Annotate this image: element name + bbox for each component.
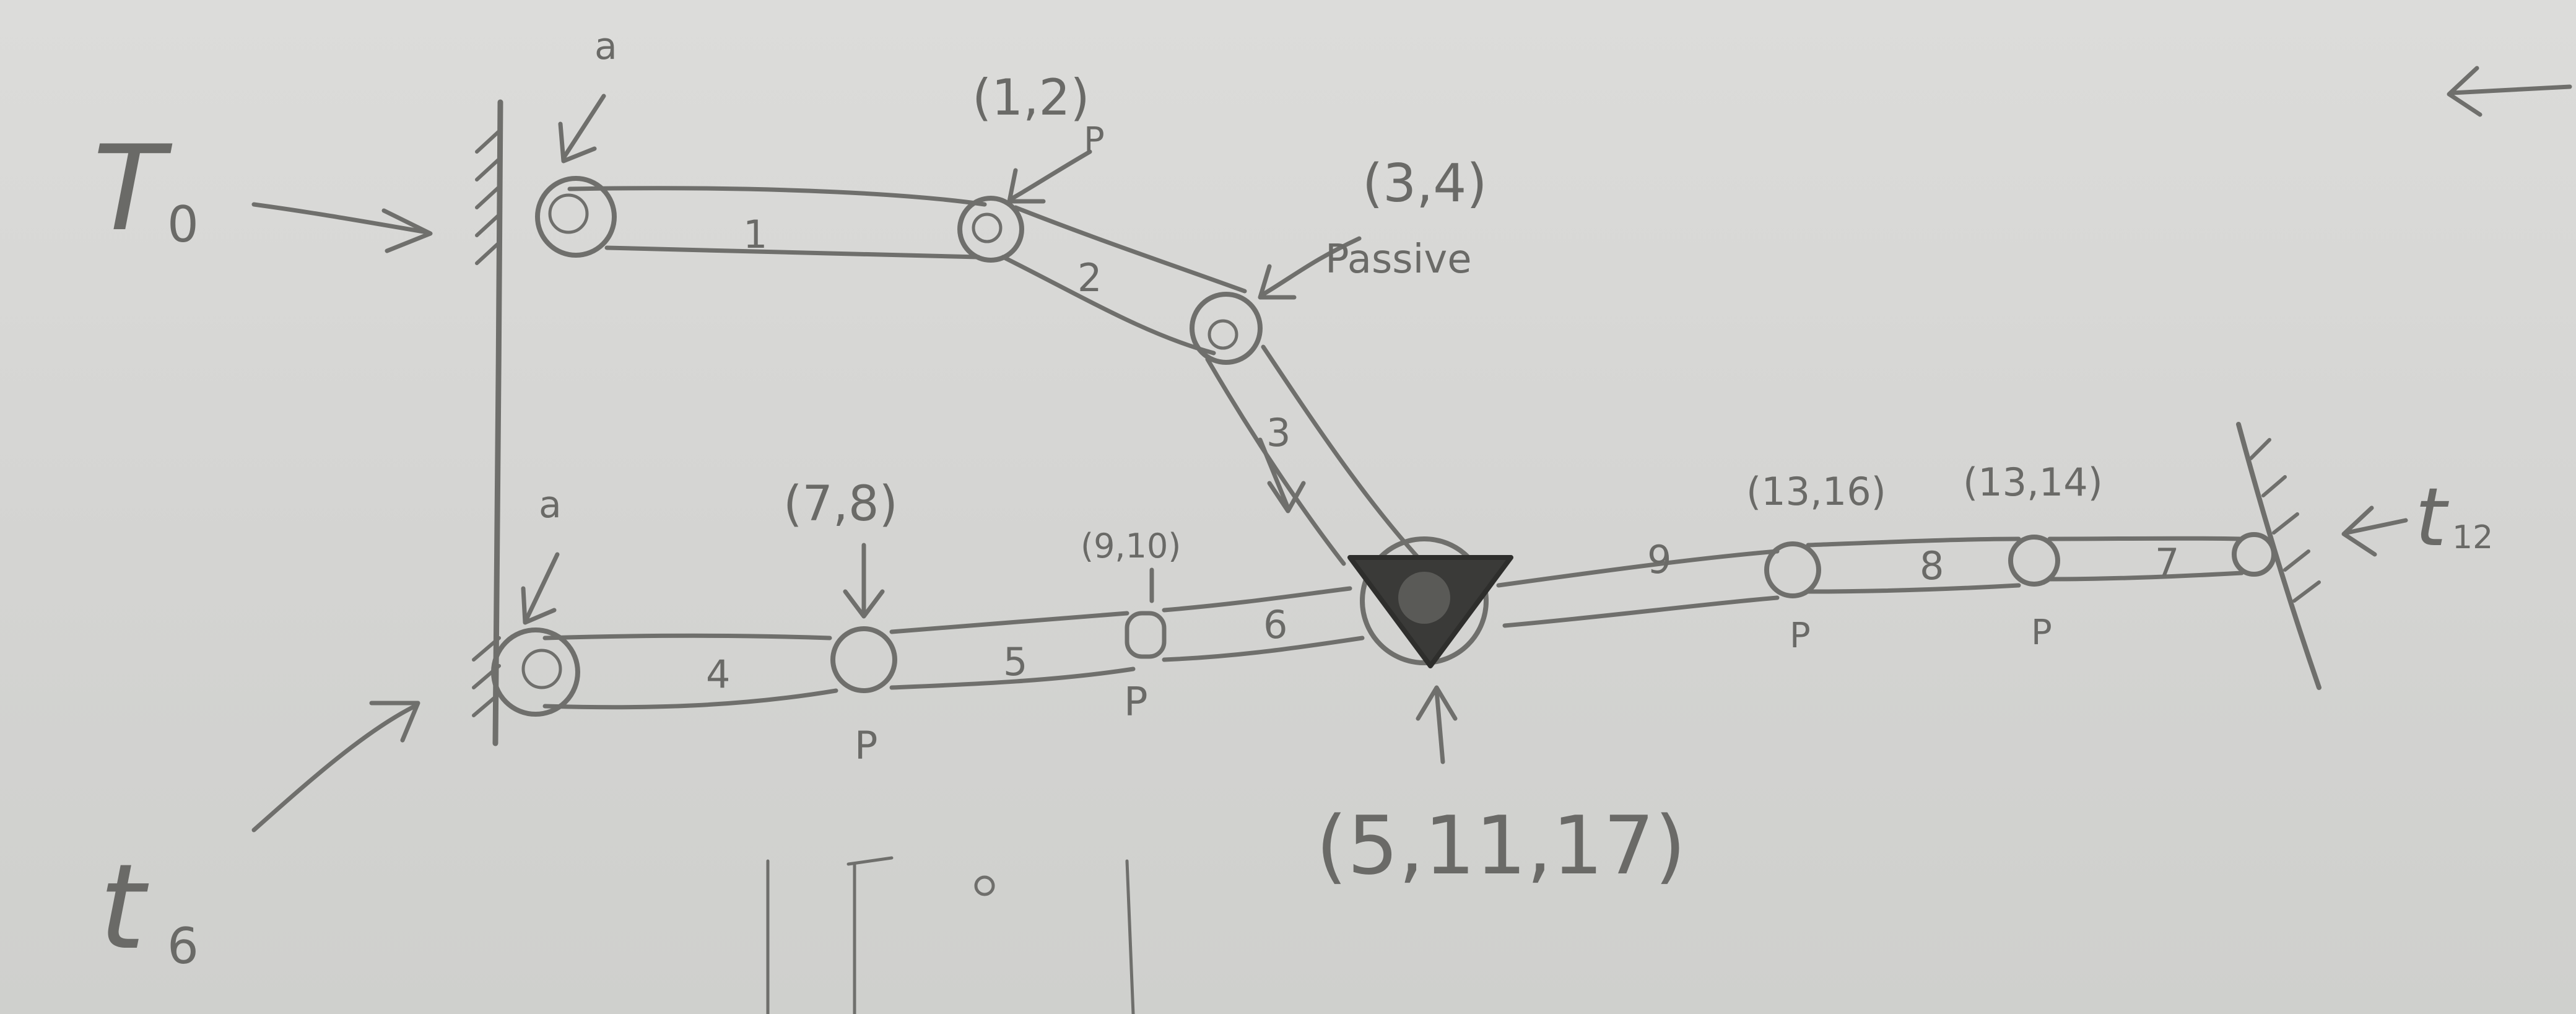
frame-labels: T 0 t 6 t 12 [93, 120, 2493, 976]
frame-t6-letter: t [99, 839, 149, 976]
link-1: 1 [567, 186, 987, 260]
erased-marks [766, 856, 1135, 1014]
joint-a-top [535, 176, 617, 258]
label-joint-13-16: (13,16) [1746, 469, 1886, 514]
frame-T0-sub: 0 [167, 196, 199, 253]
label-joint-3-4: (3,4) [1362, 153, 1487, 214]
frame-t12-letter: t [2415, 470, 2449, 564]
label-joint-9-10: (9,10) [1081, 527, 1181, 566]
arrows [251, 66, 2572, 833]
joint-annotations: a a (1,2) P (3,4) Passive (7,8) P (9,10)… [539, 25, 2103, 893]
joint-7-8 [830, 626, 897, 693]
link-8: 8 [1806, 536, 2021, 594]
link-7: 7 [2047, 536, 2244, 585]
frame-t6-sub: 6 [167, 917, 199, 975]
label-joint-13-16-p: P [1790, 616, 1811, 656]
label-passive: Passive [1325, 237, 1472, 282]
link-label-1: 1 [743, 212, 767, 257]
label-joint-1-2: (1,2) [972, 69, 1090, 126]
link-label-2: 2 [1077, 255, 1102, 300]
link-label-8: 8 [1920, 543, 1944, 588]
link-6: 6 [1162, 586, 1365, 662]
joint-ground-right [2232, 532, 2276, 577]
left-ground-wall [472, 99, 503, 746]
link-label-7: 7 [2155, 540, 2179, 585]
label-joint-1-2-p: P [1084, 120, 1105, 160]
joint-13-14 [2008, 535, 2060, 587]
link-label-3: 3 [1266, 410, 1290, 455]
link-label-5: 5 [1003, 639, 1027, 684]
joint-5-11-17 [1347, 536, 1513, 668]
link-label-4: 4 [706, 652, 730, 697]
link-2: 2 [1001, 205, 1247, 356]
joint-13-16 [1764, 541, 1821, 598]
label-joint-13-14: (13,14) [1963, 460, 2103, 505]
label-joint-7-8: (7,8) [783, 476, 898, 532]
link-5: 5 [889, 611, 1136, 690]
label-joint-13-14-p: P [2031, 613, 2052, 653]
label-joint-5-11-17: (5,11,17) [1316, 798, 1686, 893]
label-a-top: a [594, 25, 617, 68]
frame-t12-sub: 12 [2452, 519, 2493, 556]
link-3: 3 [1205, 344, 1421, 566]
label-joint-7-8-p: P [855, 723, 877, 768]
joint-3-4 [1190, 292, 1263, 365]
link-4: 4 [542, 633, 838, 710]
label-a-bottom: a [539, 483, 562, 527]
label-joint-9-10-p: P [1124, 680, 1148, 725]
right-ground-wall [2236, 422, 2321, 690]
link-label-6: 6 [1263, 602, 1287, 647]
frame-T0-letter: T [93, 120, 173, 257]
joint-1-2 [957, 196, 1024, 263]
link-9: 9 [1496, 537, 1780, 628]
joint-a-bottom [491, 627, 580, 717]
joint-9-10 [1125, 611, 1167, 659]
link-label-9: 9 [1647, 537, 1671, 582]
